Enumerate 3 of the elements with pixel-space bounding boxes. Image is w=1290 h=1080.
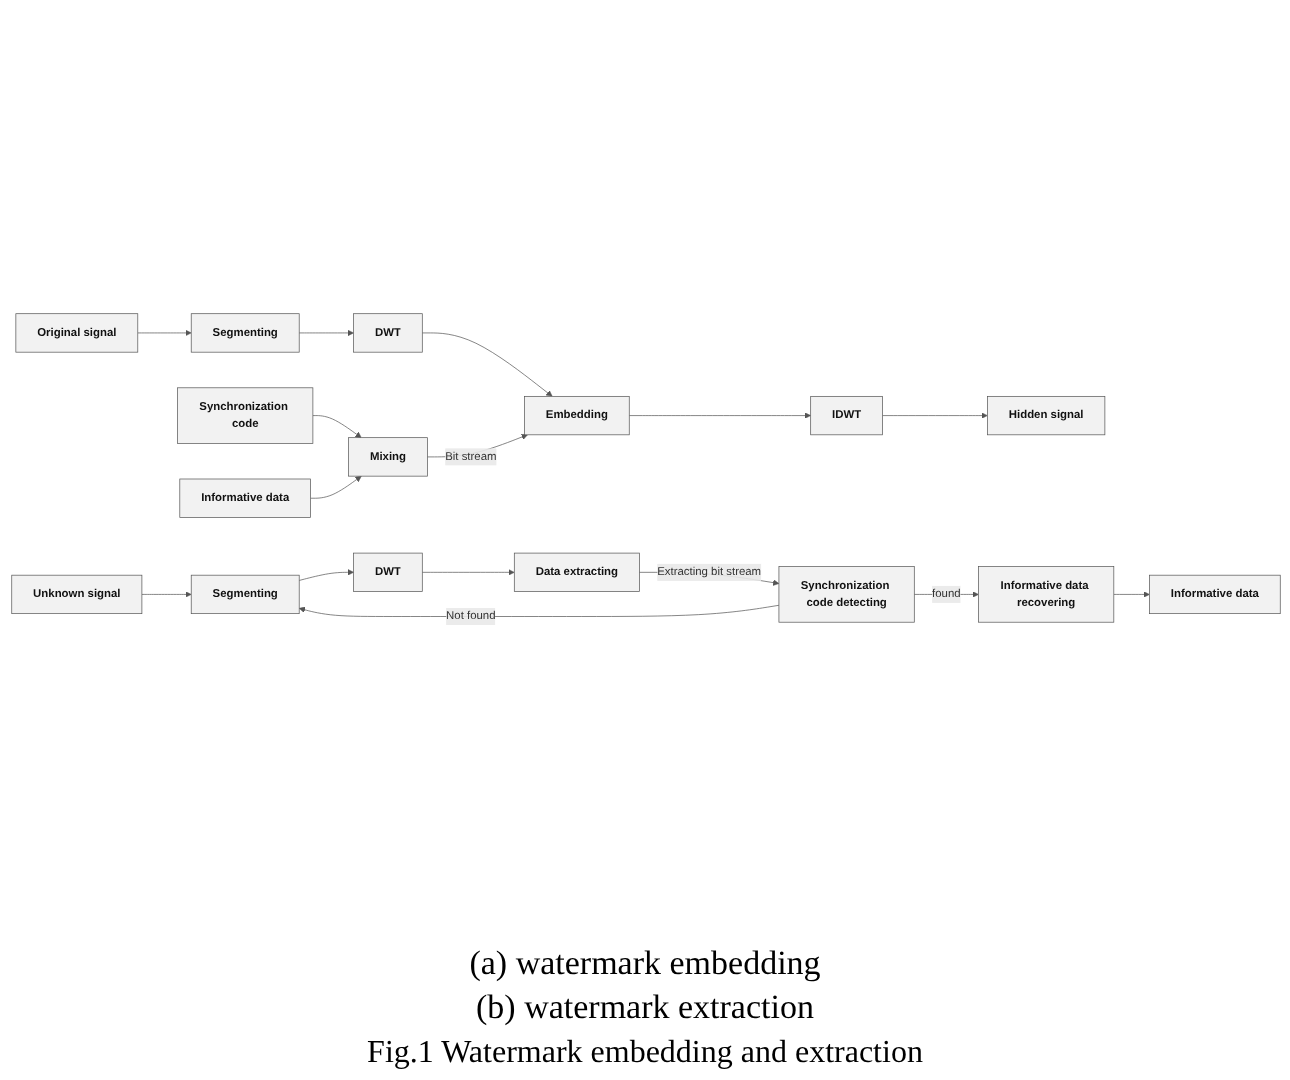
subfigure-label: (b) watermark extraction bbox=[474, 988, 816, 1028]
figure-caption: Fig.1 Watermark embedding and extraction bbox=[367, 1036, 923, 1072]
subfigure-label: (a) watermark embedding bbox=[469, 944, 821, 984]
